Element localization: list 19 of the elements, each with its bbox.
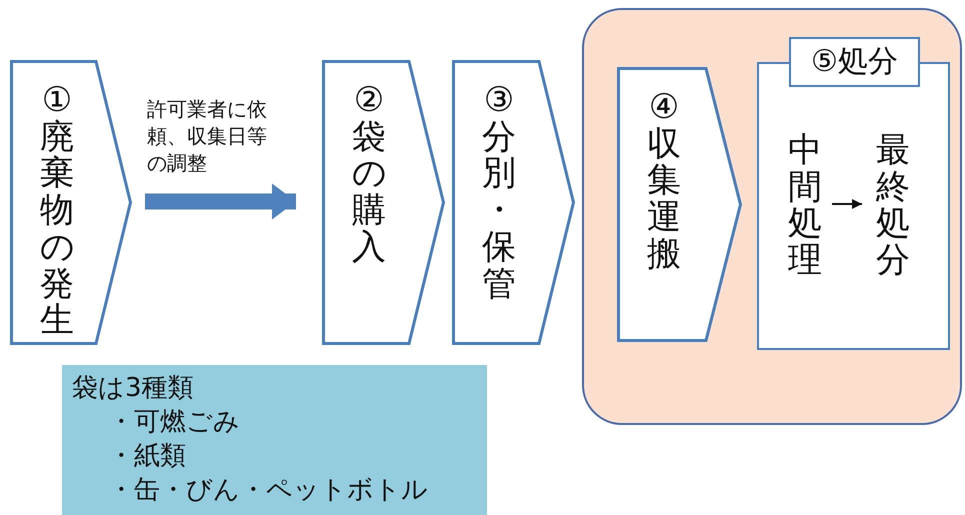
chevron-step xyxy=(10,60,132,345)
list-item: ・紙類 xyxy=(107,440,187,473)
note-panel xyxy=(62,365,487,515)
step-label: ①廃棄物の発生 xyxy=(40,82,74,340)
arrow xyxy=(145,184,296,220)
step-label: ②袋の購入 xyxy=(352,82,386,266)
list-item: ・可燃ごみ xyxy=(107,406,241,439)
stage-label: 最終処分 xyxy=(876,132,910,279)
chevron-step xyxy=(617,67,742,342)
note-heading: 袋は3種類 xyxy=(72,372,195,405)
chevron-step xyxy=(452,60,575,345)
chevron-step xyxy=(322,60,445,345)
step-label: ④収集運搬 xyxy=(647,89,681,273)
step-heading: ⑤処分 xyxy=(789,37,920,87)
stage-label: 中間処理 xyxy=(788,132,822,279)
arrow xyxy=(832,199,862,209)
group-panel xyxy=(582,8,962,425)
step-label: ③分別・保管 xyxy=(482,82,516,302)
list-item: ・缶・びん・ペットボトル xyxy=(107,474,429,507)
